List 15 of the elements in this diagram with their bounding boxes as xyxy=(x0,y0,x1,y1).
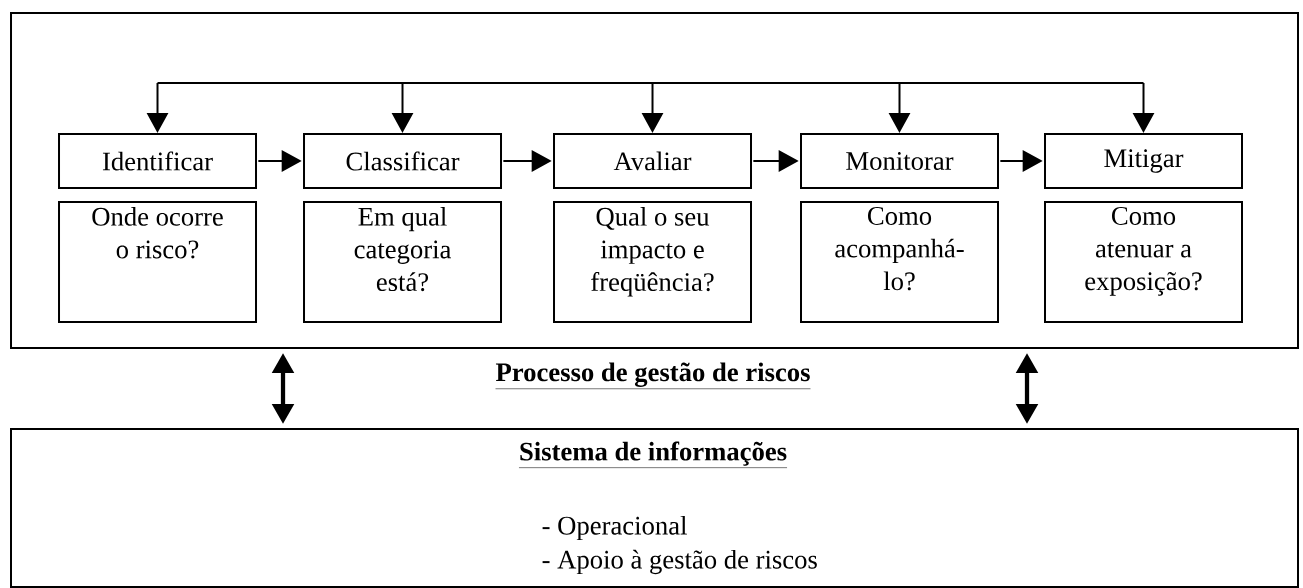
question-box: Como atenuar a exposição? xyxy=(1044,201,1243,323)
list-item: - Operacional xyxy=(542,515,687,541)
step-box: Mitigar xyxy=(1044,133,1243,189)
step-box: Monitorar xyxy=(800,133,999,189)
question-box: Qual o seu impacto e freqüência? xyxy=(553,201,752,323)
list-item: - Apoio à gestão de riscos xyxy=(542,549,817,575)
step-box: Avaliar xyxy=(553,133,752,189)
heading: Processo de gestão de riscos xyxy=(495,362,811,390)
heading: Sistema de informações xyxy=(518,441,788,468)
question-box: Como acompanhá- lo? xyxy=(800,201,999,323)
step-box: Classificar xyxy=(303,133,502,189)
step-box: Identificar xyxy=(58,133,257,189)
question-box: Onde ocorre o risco? xyxy=(58,201,257,323)
connector-line xyxy=(156,82,1145,84)
question-box: Em qual categoria está? xyxy=(303,201,502,323)
